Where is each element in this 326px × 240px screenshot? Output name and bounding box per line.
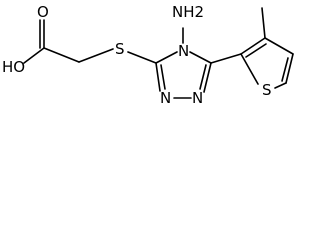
- bond-c2-c3-b: [245, 43, 267, 58]
- structure-canvas: HO O S NH2 N N N S: [2, 3, 294, 107]
- bond-c-ch2: [43, 47, 80, 63]
- molecule-diagram: HO O S NH2 N N N S: [2, 3, 294, 107]
- bond-c3-c4: [264, 37, 294, 55]
- label-ring-n4: N: [178, 42, 189, 60]
- bond-s-c2: [240, 53, 259, 85]
- bond-n1-c5-b: [199, 64, 207, 90]
- bond-c5-thiophene: [210, 53, 242, 64]
- label-thioether-sulfur: S: [115, 40, 125, 58]
- bond-c3-n4: [155, 51, 178, 64]
- bond-c2-c3-a: [240, 37, 266, 55]
- label-hydroxyl: HO: [2, 58, 25, 76]
- bond-c3-n2-b: [160, 64, 166, 90]
- bond-ho-c: [23, 47, 45, 64]
- label-carbonyl-oxygen: O: [37, 3, 49, 21]
- bond-n4-c5: [189, 51, 212, 64]
- bond-n1-c5-a: [203, 62, 212, 93]
- bond-c3-methyl: [261, 7, 266, 39]
- bond-c4-c5-b: [281, 57, 289, 82]
- label-ring-n1: N: [192, 89, 203, 107]
- bond-s-c3: [127, 51, 157, 64]
- bond-ch2-s: [78, 48, 114, 63]
- label-thiophene-sulfur: S: [262, 81, 272, 99]
- bond-c4-c5-a: [285, 53, 294, 84]
- label-amine: NH2: [172, 3, 204, 21]
- label-ring-n2: N: [160, 89, 171, 107]
- bond-c5-s: [274, 82, 287, 89]
- bond-c3-n2-a: [155, 62, 161, 92]
